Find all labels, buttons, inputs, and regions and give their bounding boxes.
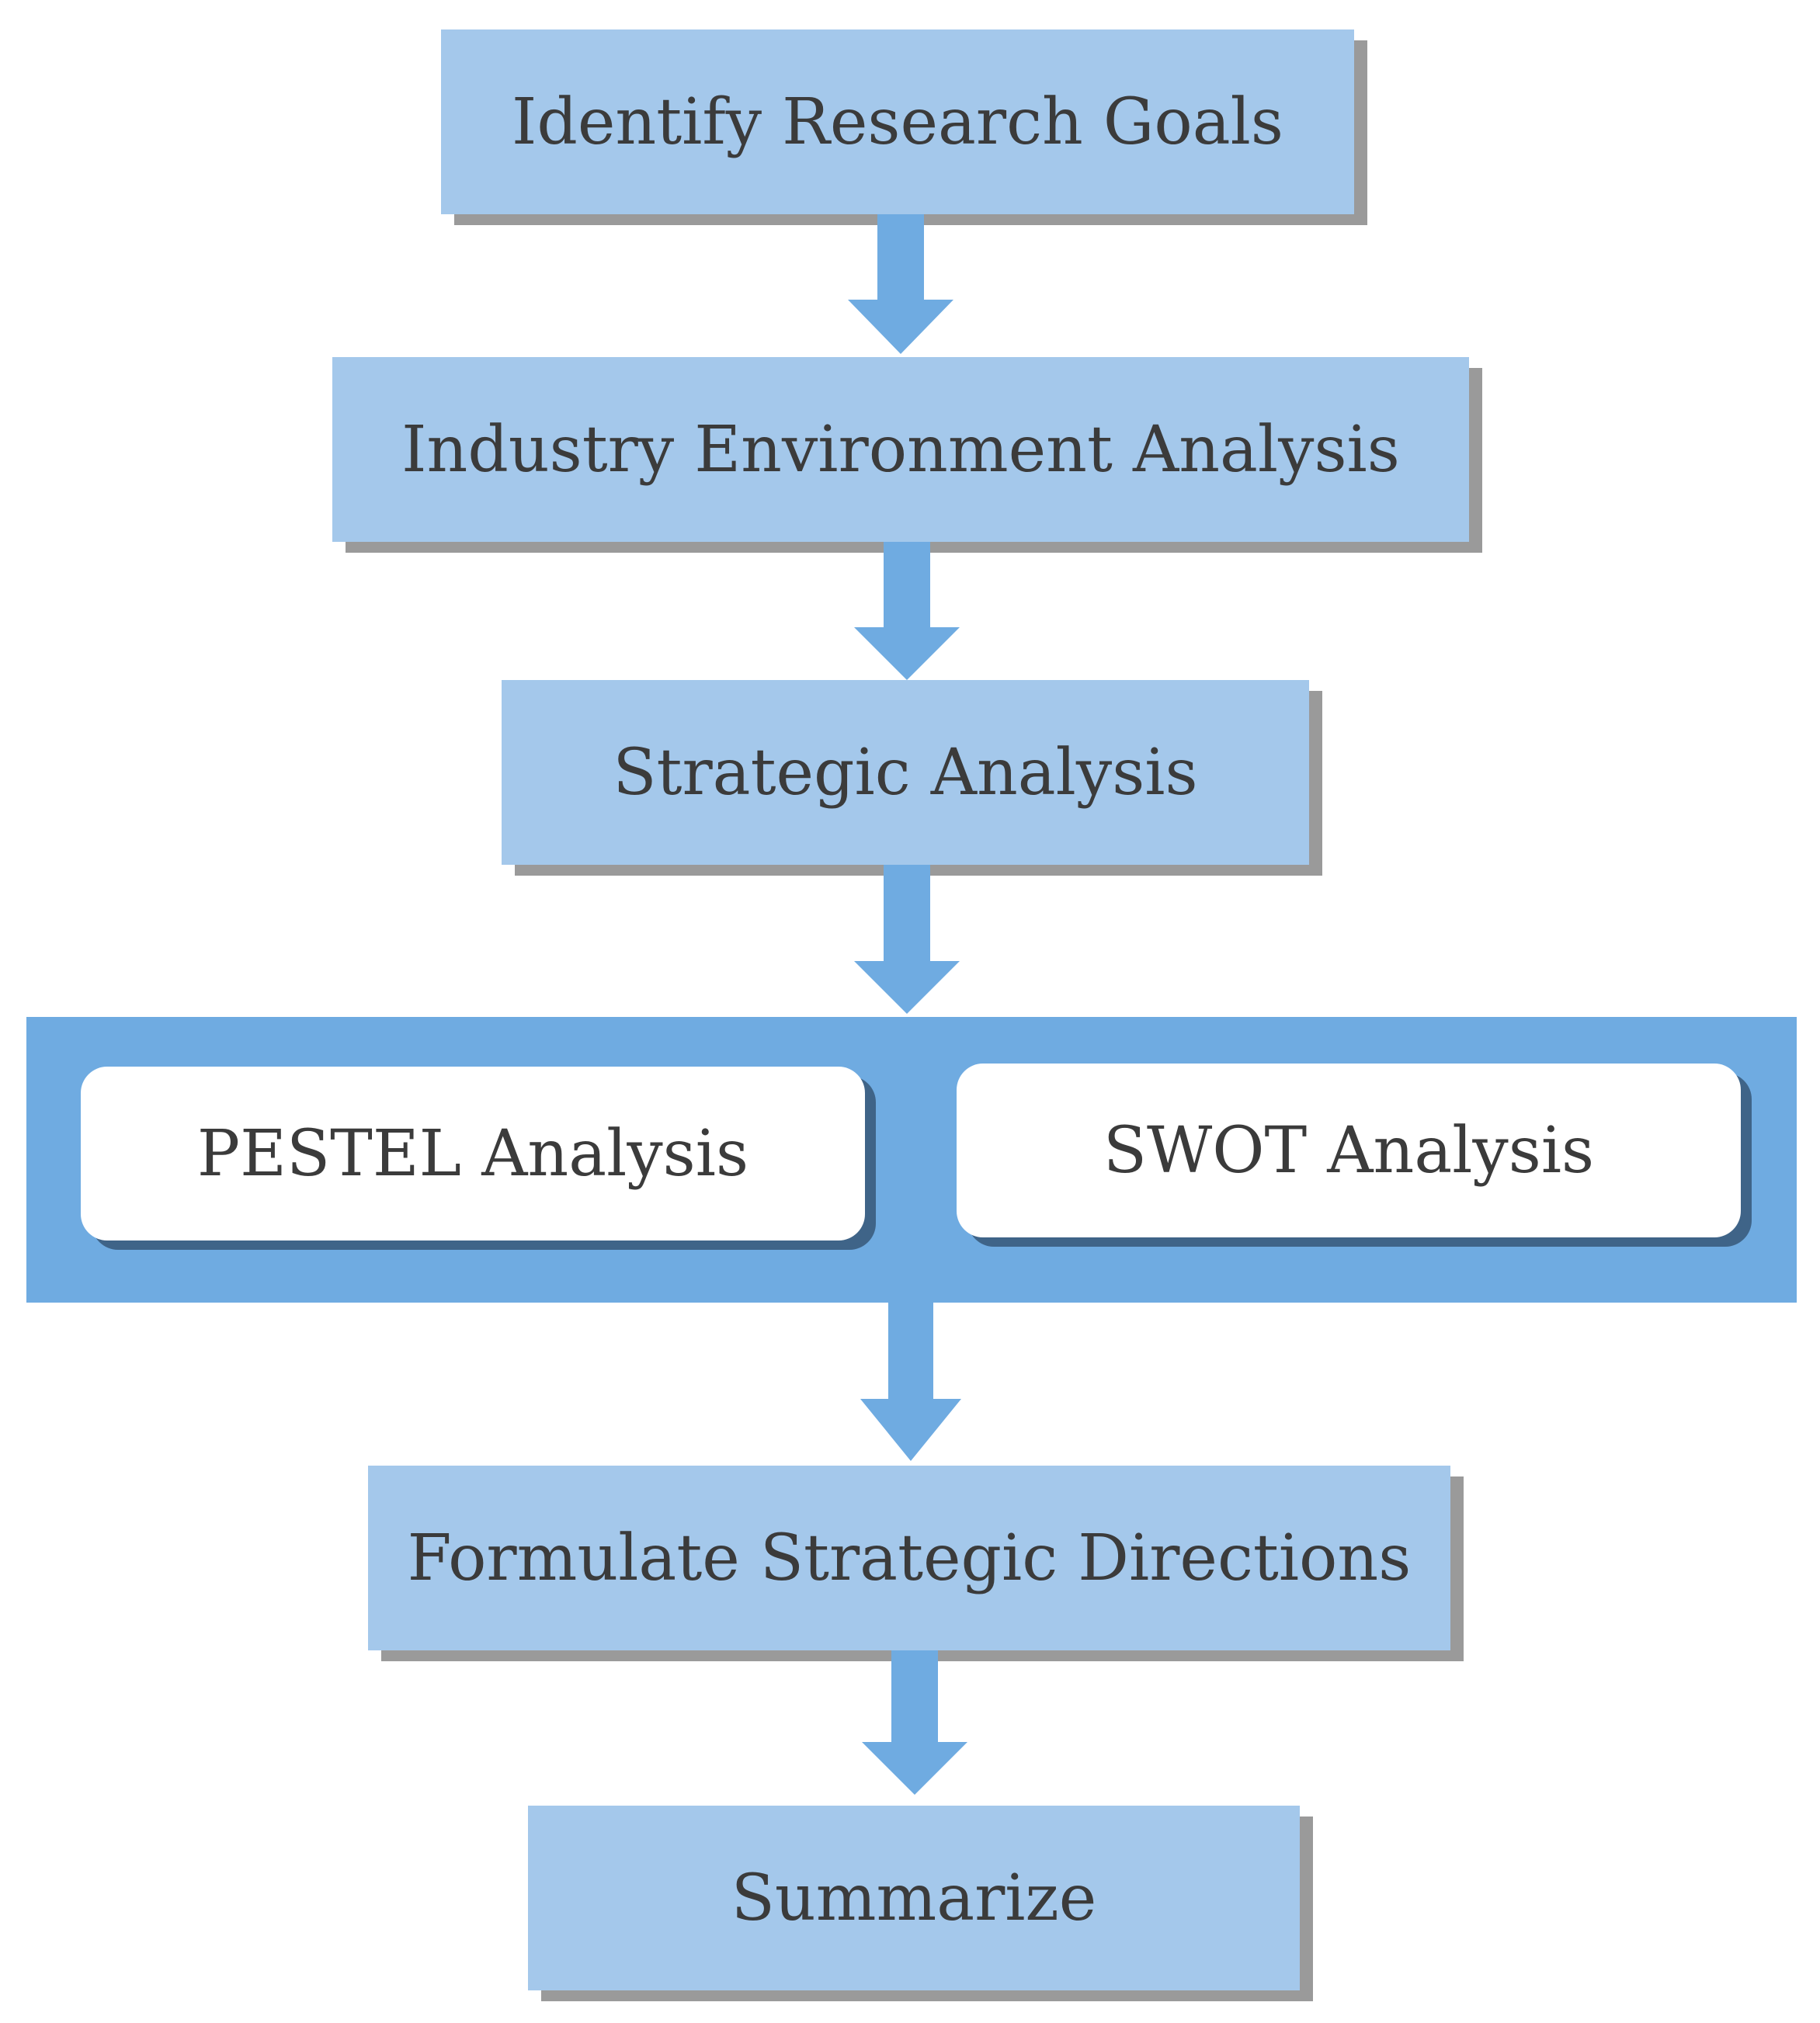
step-label: Identify Research Goals — [512, 85, 1283, 159]
swot-analysis-card: SWOT Analysis — [957, 1064, 1741, 1237]
step-formulate-strategic-directions: Formulate Strategic Directions — [368, 1466, 1450, 1650]
step-label: Summarize — [731, 1861, 1097, 1935]
down-arrow-icon — [862, 1650, 967, 1795]
pestel-analysis-card: PESTEL Analysis — [81, 1067, 865, 1241]
card-label: SWOT Analysis — [1103, 1113, 1595, 1188]
down-arrow-icon — [860, 1303, 961, 1461]
step-industry-environment-analysis: Industry Environment Analysis — [332, 357, 1469, 542]
step-label: Formulate Strategic Directions — [407, 1521, 1412, 1595]
down-arrow-icon — [848, 214, 953, 354]
step-label: Industry Environment Analysis — [401, 412, 1400, 487]
step-identify-research-goals: Identify Research Goals — [441, 29, 1354, 214]
down-arrow-icon — [854, 542, 960, 680]
step-label: Strategic Analysis — [613, 735, 1198, 810]
step-strategic-analysis: Strategic Analysis — [502, 680, 1309, 865]
step-summarize: Summarize — [528, 1806, 1300, 1990]
card-label: PESTEL Analysis — [196, 1116, 749, 1191]
down-arrow-icon — [854, 865, 960, 1014]
